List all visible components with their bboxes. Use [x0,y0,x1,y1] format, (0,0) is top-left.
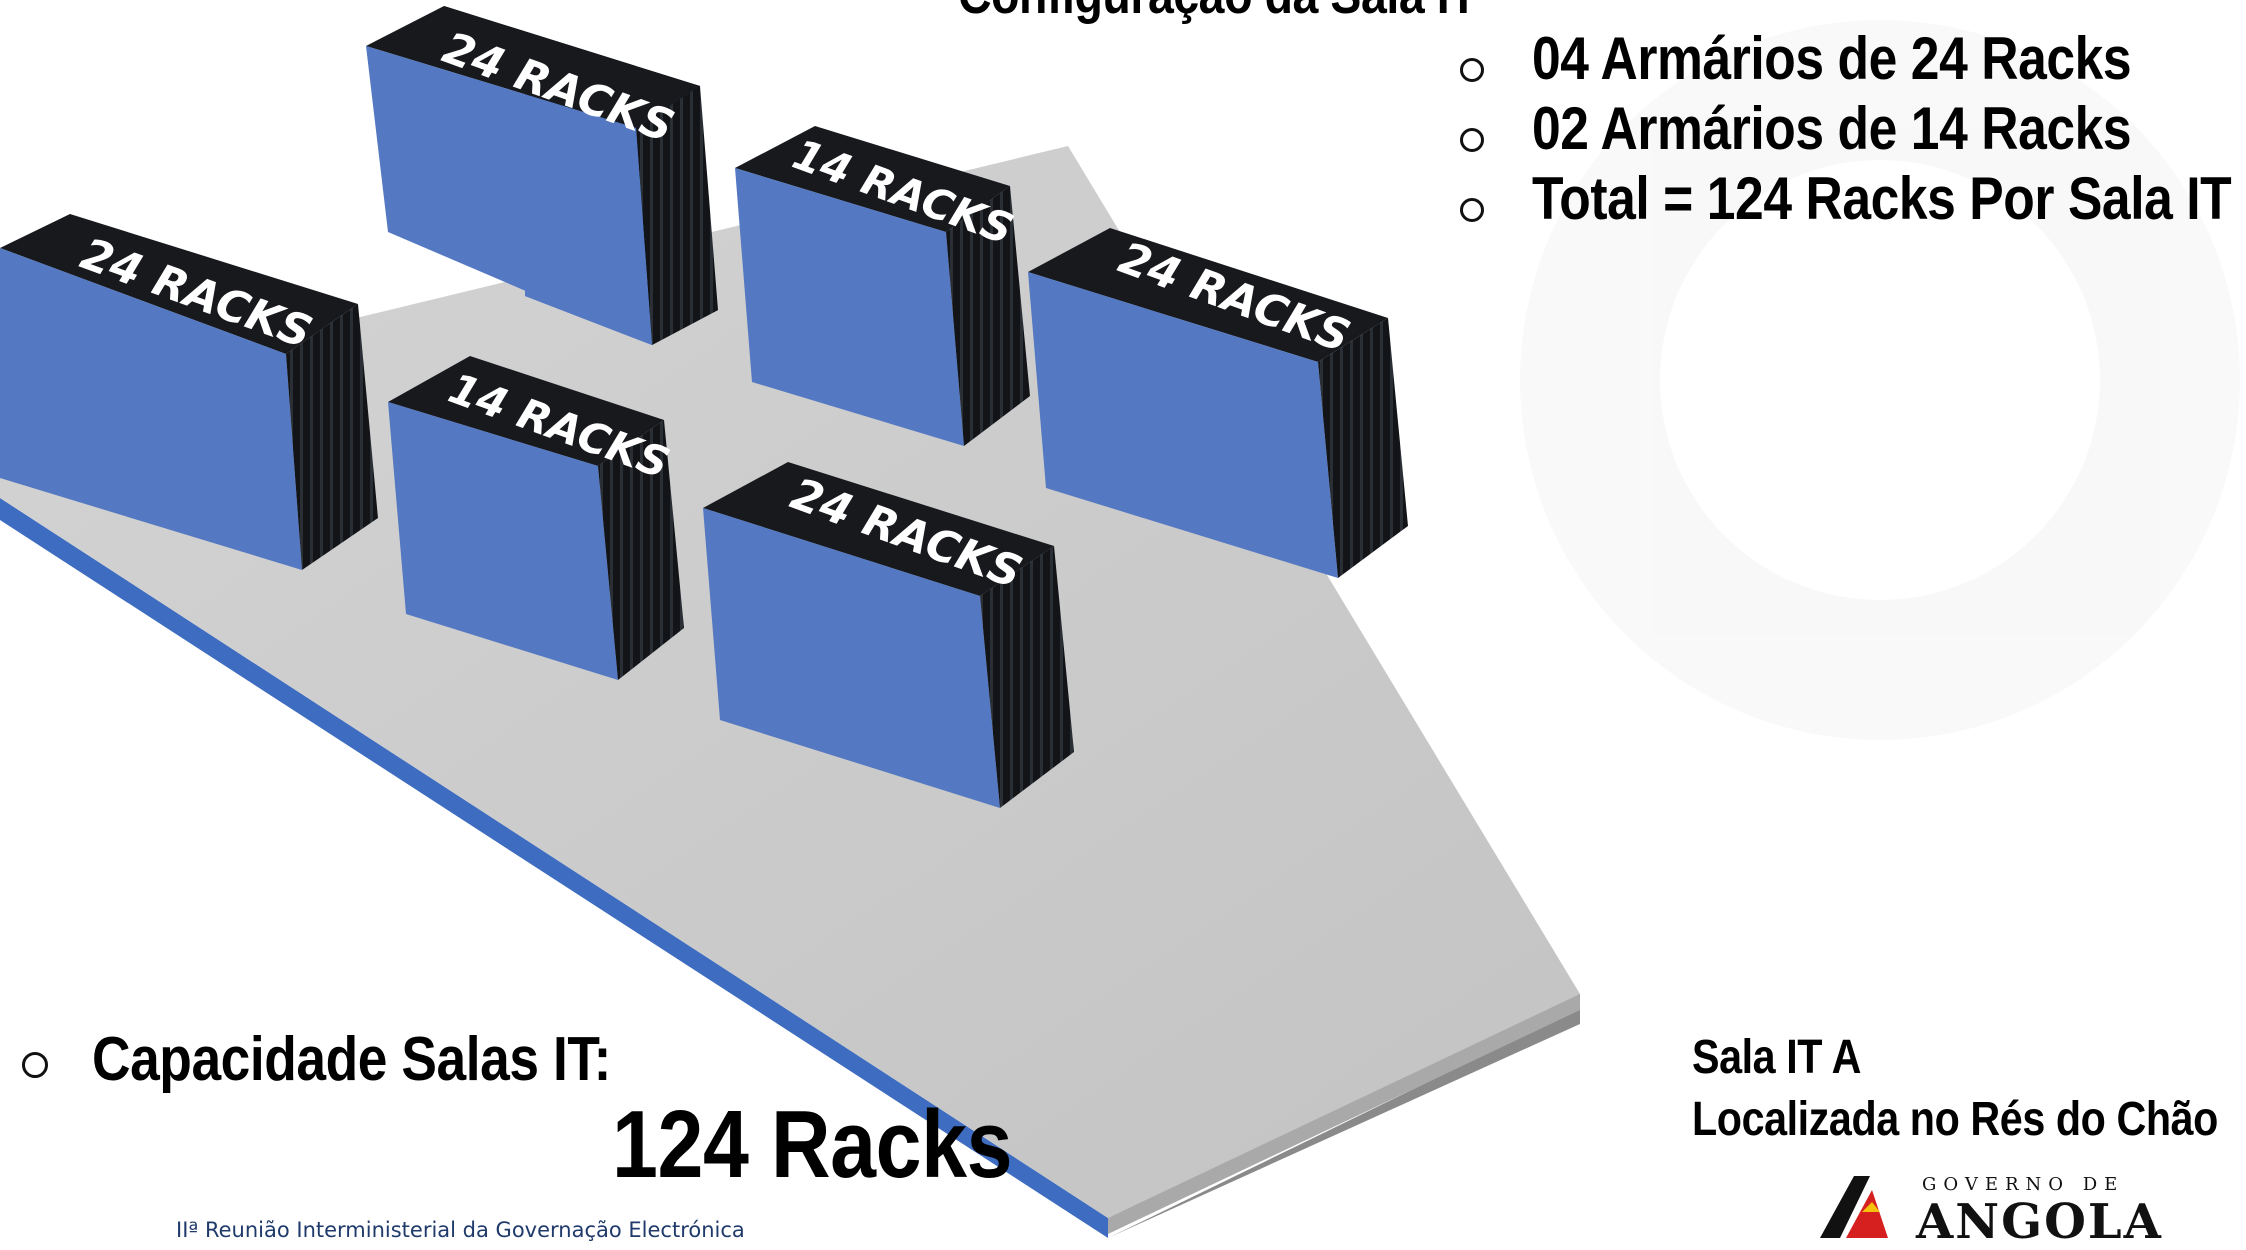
legend-item-text: Total = 124 Racks Por Sala IT [1532,165,2232,232]
cabinet-5: 14 RACKS [388,356,684,680]
cabinet-3: 24 RACKS [1028,228,1408,578]
room-name: Sala IT A [1692,1031,1861,1084]
legend-item-text: 04 Armários de 24 Racks [1532,25,2132,92]
capacity-label: Capacidade Salas IT: [92,1025,611,1094]
logo-line2: ANGOLA [1916,1194,2163,1250]
capacity-value: 124 Racks [612,1091,1013,1198]
emblem-icon [1820,1176,1888,1238]
bullet-icon [1460,128,1484,152]
watermark-logo [1520,20,2240,740]
governo-angola-logo: GOVERNO DE ANGOLA [1810,1172,2161,1250]
bullet-icon [1460,58,1484,82]
logo-line1: GOVERNO DE [1922,1174,2125,1195]
page-title: Configuração da Sala IT [958,0,1478,26]
cabinet-1: 24 RACKS [366,6,718,345]
bullet-icon [1460,198,1484,222]
legend-item-text: 02 Armários de 14 Racks [1532,95,2132,162]
room-location: Localizada no Rés do Chão [1692,1093,2218,1146]
footer-text: IIª Reunião Interministerial da Governaç… [176,1218,745,1242]
bullet-icon [22,1052,48,1078]
